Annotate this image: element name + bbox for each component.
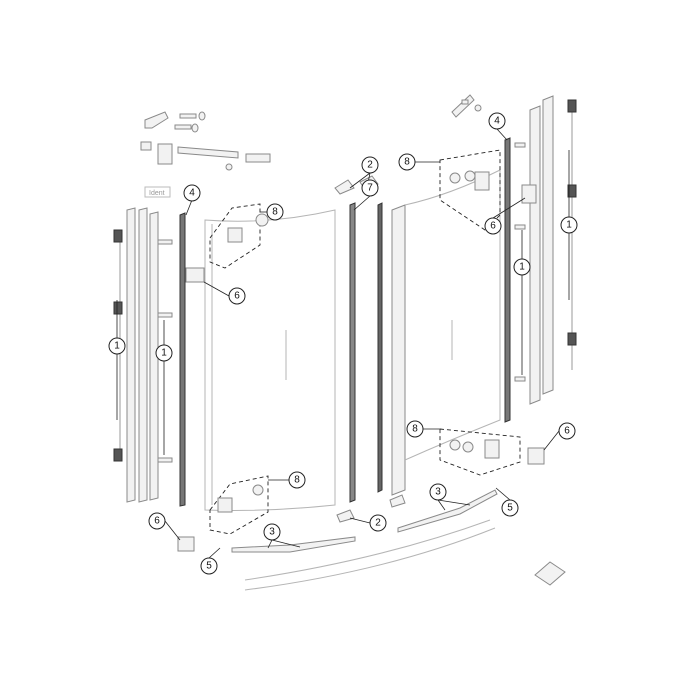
cap-2-top-left	[334, 179, 355, 195]
callout-8: 8	[398, 153, 416, 171]
bracket-6-left-bottom	[177, 536, 195, 552]
svg-text:7: 7	[367, 183, 373, 194]
callout-5: 5	[200, 557, 218, 575]
callout-1: 1	[108, 337, 126, 355]
callout-8: 8	[266, 203, 284, 221]
callout-4: 4	[183, 184, 201, 202]
svg-text:4: 4	[494, 116, 500, 127]
svg-text:6: 6	[154, 516, 160, 527]
hinge-group-top-left	[209, 203, 261, 269]
svg-text:3: 3	[435, 487, 441, 498]
cap-2-bottom-right	[389, 494, 406, 508]
seal-strip-left	[179, 212, 186, 507]
top-fittings-left	[140, 111, 271, 171]
leader-lines	[116, 128, 570, 559]
callout-6: 6	[228, 287, 246, 305]
top-fittings-right	[451, 94, 482, 118]
callout-6: 6	[484, 217, 502, 235]
bottom-threshold	[244, 519, 491, 581]
svg-text:2: 2	[367, 160, 373, 171]
label-plate	[534, 561, 566, 586]
svg-text:1: 1	[114, 341, 120, 352]
svg-text:1: 1	[566, 220, 572, 231]
left-door-panel	[204, 209, 336, 511]
bracket-6-right-bottom	[527, 447, 545, 465]
callout-7: 7	[361, 179, 379, 197]
bracket-6-left	[185, 267, 205, 283]
cap-2-bottom-left	[336, 509, 355, 523]
svg-text:8: 8	[404, 157, 410, 168]
hinge-group-bottom-right	[439, 428, 521, 476]
bottom-seal-3-left	[231, 536, 356, 553]
svg-text:6: 6	[564, 426, 570, 437]
svg-text:8: 8	[412, 424, 418, 435]
callout-6: 6	[558, 422, 576, 440]
callout-3: 3	[263, 523, 281, 541]
ident-text: Ident	[149, 190, 165, 197]
callout-2: 2	[369, 514, 387, 532]
svg-text:1: 1	[519, 262, 525, 273]
bracket-6-right-top	[521, 184, 537, 204]
callout-2: 2	[361, 156, 379, 174]
ident-label: Ident	[144, 186, 171, 198]
svg-text:3: 3	[269, 527, 275, 538]
svg-text:5: 5	[507, 503, 513, 514]
callout-1: 1	[560, 216, 578, 234]
svg-text:1: 1	[161, 348, 167, 359]
callout-1: 1	[513, 258, 531, 276]
callout-4: 4	[488, 112, 506, 130]
svg-text:8: 8	[294, 475, 300, 486]
svg-text:2: 2	[375, 518, 381, 529]
callout-8: 8	[288, 471, 306, 489]
seal-7	[349, 202, 356, 503]
callout-5: 5	[501, 499, 519, 517]
callout-6: 6	[148, 512, 166, 530]
svg-text:4: 4	[189, 188, 195, 199]
svg-text:6: 6	[490, 221, 496, 232]
svg-text:5: 5	[206, 561, 212, 572]
hinge-group-bottom-left	[209, 475, 269, 535]
callout-3: 3	[429, 483, 447, 501]
callout-1: 1	[155, 344, 173, 362]
right-door-panel	[391, 169, 501, 496]
right-wall-profile	[514, 95, 577, 405]
svg-text:8: 8	[272, 207, 278, 218]
bottom-seal-3-right	[397, 489, 498, 533]
seal-strip-centre	[377, 202, 383, 493]
callout-8: 8	[406, 420, 424, 438]
seal-strip-right	[504, 137, 511, 423]
svg-text:6: 6	[234, 291, 240, 302]
